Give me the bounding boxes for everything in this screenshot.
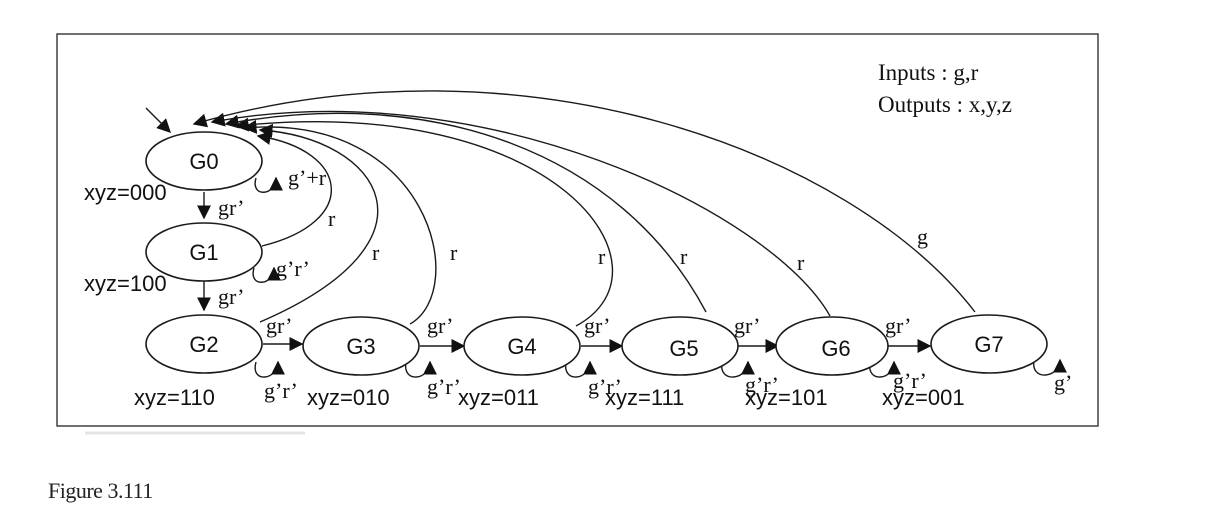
state-g2-shape <box>145 314 263 374</box>
state-g4: G4 <box>463 316 581 376</box>
legend-inputs: Inputs : g,r <box>878 60 979 85</box>
state-g0-shape <box>145 131 263 191</box>
start-arrow <box>145 107 171 133</box>
state-g4-shape <box>463 316 581 376</box>
figure-caption: Figure 3.111 <box>48 478 153 503</box>
state-g6: G6 <box>775 316 889 376</box>
state-g5: G5 <box>621 316 739 376</box>
self-loop-g3 <box>405 360 437 378</box>
forward-label-g2-g3: gr’ <box>266 313 292 338</box>
return-arc-g5-g0 <box>224 112 707 313</box>
state-g5-shape <box>621 316 739 376</box>
state-g2: G2 <box>145 314 263 374</box>
return-arc-g7-g0 <box>192 90 976 313</box>
return-arcs <box>192 90 976 327</box>
return-arc-g2-g0 <box>258 123 379 323</box>
output-label-g5: xyz=111 <box>605 385 684 410</box>
self-loop-g1 <box>252 266 281 283</box>
return-label-g2: r <box>372 240 380 265</box>
self-loop-g7 <box>1033 358 1067 376</box>
self-loop-label-g4: g’r’ <box>588 374 622 399</box>
output-label-g2: xyz=110 <box>134 385 215 410</box>
output-label-g3: xyz=010 <box>307 385 390 410</box>
state-g7: G7 <box>930 314 1048 374</box>
forward-label-g6-g7: gr’ <box>885 313 911 338</box>
self-loop-label-g7: g’ <box>1054 370 1072 395</box>
output-label-g0: xyz=000 <box>84 180 167 205</box>
self-loop-g2 <box>254 360 285 378</box>
state-g0-label: G0 <box>189 149 218 174</box>
forward-label-g3-g4: gr’ <box>427 313 453 338</box>
state-g3-shape <box>302 316 420 376</box>
self-loop-label-g3: g’r’ <box>427 374 461 399</box>
state-g0: G0 <box>145 131 263 191</box>
self-loop-label-g2: g’r’ <box>264 378 298 403</box>
return-label-g1: r <box>328 206 336 231</box>
state-g2-label: G2 <box>189 332 218 357</box>
state-g1-shape <box>145 222 263 282</box>
return-arc-g4-g0 <box>234 117 614 327</box>
output-label-g7: xyz=001 <box>882 385 965 410</box>
output-label-g6: xyz=101 <box>745 385 828 410</box>
state-g6-label: G6 <box>821 336 850 361</box>
state-g3: G3 <box>302 316 420 376</box>
forward-label-g5-g6: gr’ <box>734 313 760 338</box>
self-loop-label-g0: g’+r <box>288 165 327 190</box>
return-label-g5: r <box>680 244 688 269</box>
self-loop-label-g5: g’r’ <box>745 372 779 397</box>
state-g1-label: G1 <box>189 240 218 265</box>
state-g3-label: G3 <box>346 334 375 359</box>
forward-label-g0-g1: gr’ <box>218 195 244 220</box>
state-g7-label: G7 <box>974 332 1003 357</box>
state-g5-label: G5 <box>669 336 698 361</box>
state-g6-shape <box>775 316 889 376</box>
return-label-g3: r <box>450 240 458 265</box>
output-label-g1: xyz=100 <box>84 271 167 296</box>
forward-label-g1-g2: gr’ <box>218 284 244 309</box>
self-loop-g4 <box>565 360 597 378</box>
return-arc-g1-g0 <box>256 130 333 247</box>
return-arc-g6-g0 <box>210 110 831 317</box>
return-arc-g3-g0 <box>242 119 437 325</box>
state-g1: G1 <box>145 222 263 282</box>
legend-outputs: Outputs : x,y,z <box>878 92 1012 117</box>
forward-label-g4-g5: gr’ <box>584 313 610 338</box>
self-loop-g0 <box>254 176 283 193</box>
self-loop-g5 <box>721 360 755 378</box>
state-g4-label: G4 <box>507 334 536 359</box>
return-label-g7: g <box>917 224 928 249</box>
self-loop-label-g1: g’r’ <box>276 256 310 281</box>
output-label-g4: xyz=011 <box>458 385 539 410</box>
return-label-g4: r <box>598 244 606 269</box>
forward-transitions <box>197 192 932 353</box>
state-g7-shape <box>930 314 1048 374</box>
return-label-g6: r <box>797 250 805 275</box>
self-loop-label-g6: g’r’ <box>893 368 927 393</box>
